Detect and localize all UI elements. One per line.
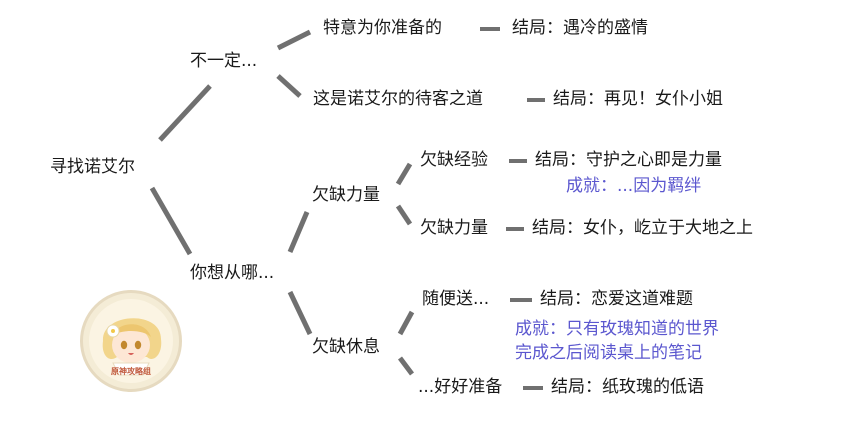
- choice-label: 这是诺艾尔的待客之道: [313, 89, 483, 109]
- choice-node: 欠缺力量: [420, 217, 488, 239]
- choice-label: 欠缺经验: [420, 150, 488, 170]
- choice-label: 欠缺力量: [420, 218, 488, 238]
- ending-node: 结局：守护之心即是力量: [535, 149, 722, 171]
- badge-label: 原神攻略组: [111, 367, 151, 376]
- ending-connector-dash: [527, 98, 545, 102]
- edge-sub-2-to-leaf-4: [398, 356, 414, 376]
- ending-node: 结局：遇冷的盛情: [512, 17, 648, 39]
- ending-connector-dash: [506, 227, 524, 231]
- choice-label: 随便送...: [422, 289, 490, 309]
- sub-branch-label: 欠缺休息: [312, 337, 380, 357]
- achievement-label: 成就：只有玫瑰知道的世界: [515, 319, 719, 339]
- edge-branch-1-to-choice-1: [276, 29, 312, 51]
- edge-sub-1-to-leaf-1: [395, 162, 413, 186]
- choice-label: 特意为你准备的: [323, 18, 442, 38]
- achievement-label: 完成之后阅读桌上的笔记: [515, 343, 702, 363]
- ending-label: 结局：再见！女仆小姐: [553, 89, 723, 109]
- ending-connector-dash: [509, 159, 527, 163]
- edge-branch-2-to-sub-1: [287, 211, 310, 253]
- branch-label: 不一定...: [190, 51, 258, 71]
- sub-branch-node: 欠缺力量: [312, 184, 380, 206]
- sub-branch-node: 欠缺休息: [312, 336, 380, 358]
- choice-label: ...好好准备: [418, 377, 503, 397]
- ending-label: 结局：恋爱这道难题: [540, 289, 693, 309]
- achievement-note: 成就：...因为羁绊: [566, 175, 701, 197]
- root-node: 寻找诺艾尔: [50, 156, 135, 178]
- edge-root-to-branch-2: [149, 186, 193, 256]
- edge-sub-2-to-leaf-3: [397, 310, 415, 336]
- ending-connector-dash: [523, 386, 543, 390]
- achievement-note: 完成之后阅读桌上的笔记: [515, 342, 702, 364]
- ending-node: 结局：恋爱这道难题: [540, 288, 693, 310]
- edge-root-to-branch-1: [158, 84, 212, 142]
- choice-node: 这是诺艾尔的待客之道: [313, 88, 483, 110]
- ending-label: 结局：纸玫瑰的低语: [551, 377, 704, 397]
- ending-connector-dash: [480, 27, 500, 31]
- branch-node-2: 你想从哪...: [190, 262, 274, 284]
- ending-label: 结局：守护之心即是力量: [535, 150, 722, 170]
- ending-label: 结局：遇冷的盛情: [512, 18, 648, 38]
- root-label: 寻找诺艾尔: [50, 157, 135, 177]
- choice-node: 特意为你准备的: [323, 17, 442, 39]
- ending-node: 结局：女仆，屹立于大地之上: [532, 217, 753, 239]
- choice-node: 随便送...: [422, 288, 489, 310]
- branch-label: 你想从哪...: [190, 263, 275, 283]
- ending-node: 结局：纸玫瑰的低语: [551, 376, 704, 398]
- choice-node: ...好好准备: [418, 376, 502, 398]
- achievement-label: 成就：...因为羁绊: [566, 176, 702, 196]
- achievement-note: 成就：只有玫瑰知道的世界: [515, 318, 719, 340]
- edge-branch-2-to-sub-2: [287, 290, 313, 336]
- ending-connector-dash: [510, 298, 532, 302]
- edge-branch-1-to-choice-2: [276, 74, 302, 98]
- choice-node: 欠缺经验: [420, 149, 488, 171]
- avatar-badge: 原神攻略组: [80, 290, 182, 392]
- chibi-character-avatar-icon: [89, 299, 173, 383]
- branch-node-1: 不一定...: [190, 50, 257, 72]
- edge-sub-1-to-leaf-2: [395, 204, 413, 226]
- ending-label: 结局：女仆，屹立于大地之上: [532, 218, 753, 238]
- sub-branch-label: 欠缺力量: [312, 185, 380, 205]
- ending-node: 结局：再见！女仆小姐: [553, 88, 723, 110]
